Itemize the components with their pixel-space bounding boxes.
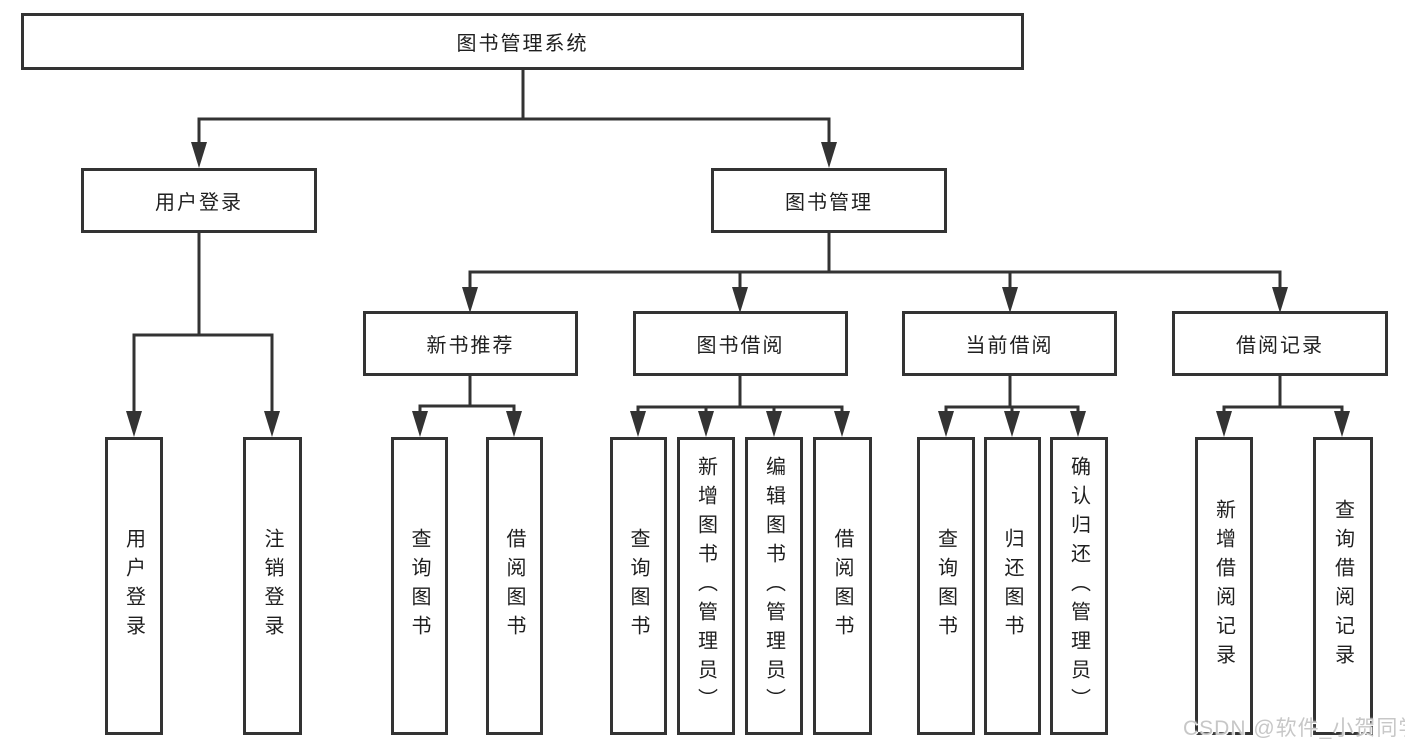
node-root-label: 图书管理系统: [456, 33, 589, 55]
node-root: 图书管理系统: [21, 13, 1024, 70]
leaf-add-books-admin: 新增图书（管理员）: [677, 437, 735, 735]
node-book-management: 图书管理: [711, 168, 947, 233]
node-new-book-recommend: 新书推荐: [363, 311, 578, 376]
leaf-borrowing-query-books-label: 查询图书: [627, 528, 649, 644]
leaf-borrowing-borrow-books: 借阅图书: [813, 437, 872, 735]
leaf-add-borrow-record-label: 新增借阅记录: [1212, 499, 1235, 673]
leaf-query-borrow-record-label: 查询借阅记录: [1331, 499, 1354, 673]
leaf-edit-books-admin: 编辑图书（管理员）: [745, 437, 803, 735]
leaf-confirm-return-admin: 确认归还（管理员）: [1050, 437, 1108, 735]
node-book-borrowing-label: 图书借阅: [696, 335, 785, 357]
leaf-add-borrow-record: 新增借阅记录: [1195, 437, 1253, 735]
leaf-borrowing-borrow-books-label: 借阅图书: [831, 528, 853, 644]
leaf-newbooks-borrow-books-label: 借阅图书: [503, 528, 525, 644]
leaf-user-login-label: 用户登录: [122, 528, 145, 644]
leaf-add-books-admin-label: 新增图书（管理员）: [694, 455, 717, 717]
node-book-management-label: 图书管理: [785, 192, 873, 214]
leaf-current-query-books: 查询图书: [917, 437, 975, 735]
node-current-borrowing: 当前借阅: [902, 311, 1117, 376]
leaf-edit-books-admin-label: 编辑图书（管理员）: [762, 455, 785, 717]
leaf-return-books: 归还图书: [984, 437, 1041, 735]
leaf-return-books-label: 归还图书: [1001, 528, 1023, 644]
leaf-logout: 注销登录: [243, 437, 302, 735]
node-user-login-label: 用户登录: [155, 192, 243, 214]
leaf-user-login: 用户登录: [105, 437, 163, 735]
node-new-book-recommend-label: 新书推荐: [426, 335, 515, 357]
node-book-borrowing: 图书借阅: [633, 311, 848, 376]
node-current-borrowing-label: 当前借阅: [965, 335, 1054, 357]
leaf-confirm-return-admin-label: 确认归还（管理员）: [1067, 455, 1090, 717]
leaf-logout-label: 注销登录: [261, 528, 283, 644]
leaf-newbooks-query-books-label: 查询图书: [408, 528, 430, 644]
node-borrowing-records-label: 借阅记录: [1236, 335, 1324, 357]
node-user-login: 用户登录: [81, 168, 317, 233]
csdn-watermark: CSDN @软件_小贺同学: [1183, 717, 1405, 740]
leaf-newbooks-borrow-books: 借阅图书: [486, 437, 543, 735]
leaf-query-borrow-record: 查询借阅记录: [1313, 437, 1373, 735]
node-borrowing-records: 借阅记录: [1172, 311, 1388, 376]
leaf-borrowing-query-books: 查询图书: [610, 437, 667, 735]
leaf-newbooks-query-books: 查询图书: [391, 437, 448, 735]
leaf-current-query-books-label: 查询图书: [934, 528, 957, 644]
